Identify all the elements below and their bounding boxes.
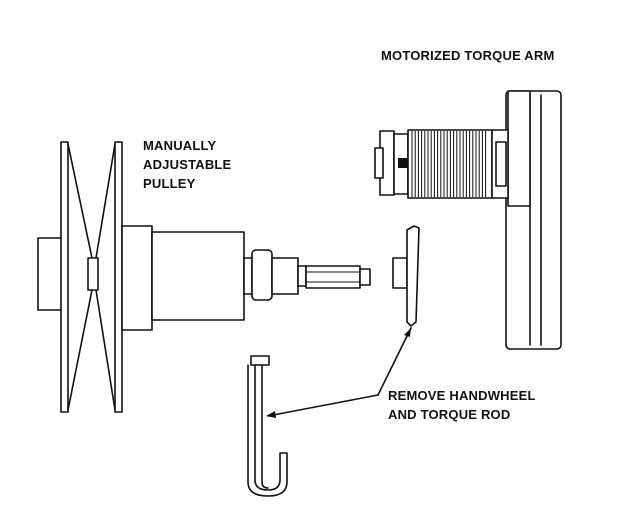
sheave-edge: [67, 143, 93, 259]
sheave-edge: [67, 289, 93, 411]
shaft-neck: [297, 265, 307, 287]
label-text: MOTORIZED TORQUE ARM: [381, 48, 555, 63]
sheave-edge: [95, 143, 116, 259]
pulley-hub: [121, 225, 153, 331]
label-text: ADJUSTABLE: [143, 157, 232, 172]
label-text: REMOVE HANDWHEEL: [388, 388, 536, 403]
shaft-collar: [251, 249, 273, 301]
shaft-sleeve: [271, 257, 299, 295]
hex-nut: [305, 265, 361, 289]
label-text: PULLEY: [143, 176, 196, 191]
motor-endcap-boss: [374, 147, 384, 179]
pulley-groove-hub: [87, 257, 99, 291]
handwheel: [392, 225, 420, 327]
sheave-edge: [95, 289, 116, 411]
torque-rod: [247, 355, 288, 497]
callout-leader: [266, 327, 412, 418]
handwheel-hub: [392, 257, 408, 289]
motor-terminal: [398, 158, 408, 168]
torque-rod-body: [247, 364, 288, 497]
label-adjustable-pulley: MANUALLY ADJUSTABLE PULLEY: [143, 136, 231, 193]
leader-to-torque-rod: [267, 394, 379, 417]
motorized-torque-arm: [374, 90, 562, 350]
shaft-collar-left: [243, 257, 253, 295]
label-text: AND TORQUE ROD: [388, 407, 511, 422]
pulley-body: [151, 231, 245, 321]
arrowhead: [266, 411, 276, 418]
motor-cooling-fins: [411, 131, 487, 197]
label-remove-handwheel: REMOVE HANDWHEEL AND TORQUE ROD: [388, 386, 536, 424]
motor-flange-boss: [495, 141, 507, 187]
pulley-sheave-left: [60, 141, 69, 413]
torque-rod-head: [250, 355, 270, 366]
label-motorized-torque-arm: MOTORIZED TORQUE ARM: [381, 46, 554, 65]
shaft-tip: [359, 268, 371, 286]
torque-rod-inner: [261, 364, 269, 489]
arrowhead: [404, 328, 411, 337]
leader-to-handwheel: [377, 327, 412, 396]
label-text: MANUALLY: [143, 138, 217, 153]
adjustable-pulley: [37, 141, 371, 413]
pulley-sheave-right: [114, 141, 123, 413]
housing-upper: [507, 90, 531, 207]
handwheel-disc: [406, 225, 420, 327]
